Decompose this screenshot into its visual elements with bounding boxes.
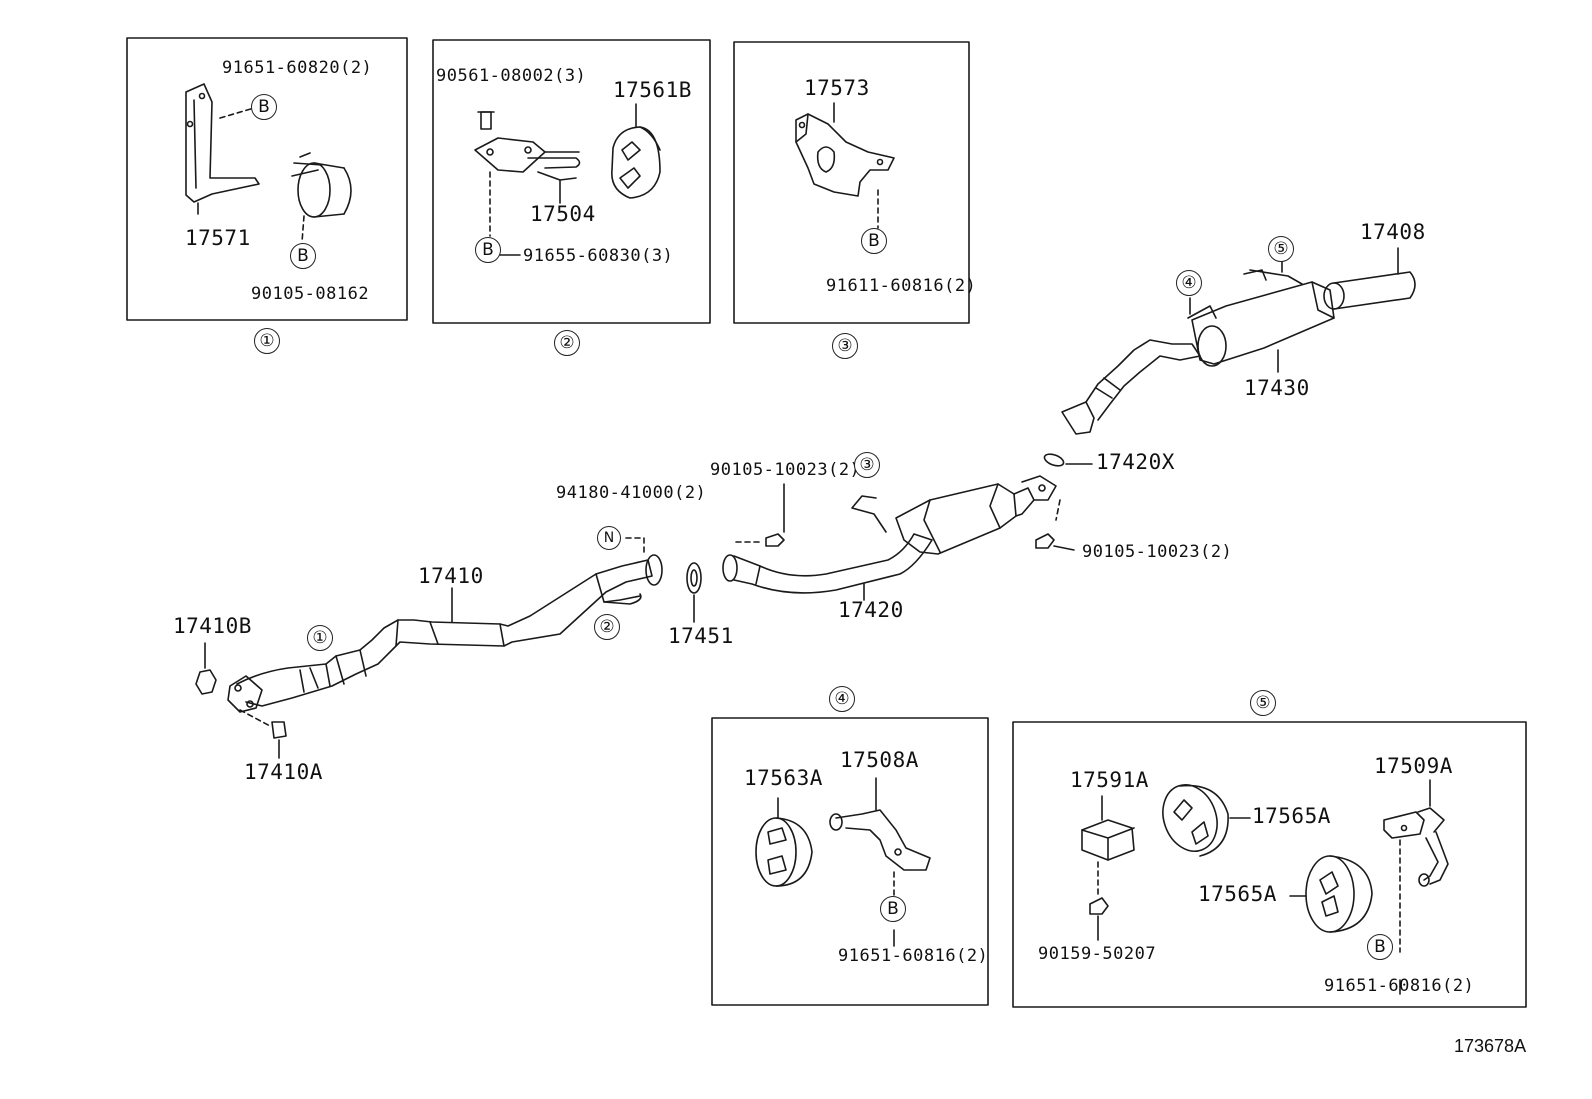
gasket-17420X-drawing — [1043, 453, 1065, 467]
part-label-17573: 17573 — [804, 76, 870, 100]
position-marker-3: ③ — [854, 452, 880, 478]
part-label-90105-10023-upper: 90105-10023(2) — [710, 460, 861, 480]
leader-17410A — [239, 709, 271, 727]
inset-box-4 — [711, 717, 989, 1006]
insulator-17565A-lower-drawing — [1305, 855, 1373, 933]
leader-bolt-b — [1055, 499, 1061, 521]
gasket-17410-flange — [227, 675, 263, 713]
center-pipe-17420-drawing — [722, 475, 1057, 594]
bracket-17571-drawing — [185, 83, 260, 203]
callout-b-box2: B — [475, 237, 501, 263]
inset-box-1 — [126, 37, 408, 321]
part-label-17408: 17408 — [1360, 220, 1426, 244]
part-label-91611-60816: 91611-60816(2) — [826, 276, 977, 296]
inset-box-2 — [432, 39, 711, 324]
callout-b-box1-bottom: B — [290, 243, 316, 269]
part-label-17504: 17504 — [530, 202, 596, 226]
muffler-17430-drawing — [1061, 269, 1335, 435]
part-label-91651-60816-box4: 91651-60816(2) — [838, 946, 989, 966]
part-label-17410: 17410 — [418, 564, 484, 588]
part-label-17451: 17451 — [668, 624, 734, 648]
position-marker-1: ① — [307, 625, 333, 651]
position-marker-5: ⑤ — [1268, 236, 1294, 262]
inset-marker-2: ② — [554, 330, 580, 356]
part-label-91655-60830: 91655-60830(3) — [523, 246, 674, 266]
part-label-90105-10023-lower: 90105-10023(2) — [1082, 542, 1233, 562]
bolt-90159-drawing — [1089, 897, 1109, 915]
leader-b1-bot — [301, 215, 305, 243]
part-label-17508A: 17508A — [840, 748, 919, 772]
tail-tip-17408-drawing — [1323, 271, 1416, 310]
callout-b-box1-top: B — [251, 94, 277, 120]
part-label-90159-50207: 90159-50207 — [1038, 944, 1157, 964]
inset-marker-3: ③ — [832, 333, 858, 359]
part-label-17420: 17420 — [838, 598, 904, 622]
part-label-17565A-upper: 17565A — [1252, 804, 1331, 828]
inset-marker-4: ④ — [829, 686, 855, 712]
inset-marker-5: ⑤ — [1250, 690, 1276, 716]
part-label-17561B: 17561B — [613, 78, 692, 102]
part-label-17410A: 17410A — [244, 760, 323, 784]
diagram-reference-code: 173678A — [1454, 1036, 1527, 1056]
part-label-90105-08162: 90105-08162 — [251, 284, 370, 304]
hanger-17508A-drawing — [829, 809, 931, 871]
part-label-17509A: 17509A — [1374, 754, 1453, 778]
part-label-90561-08002: 90561-08002(3) — [436, 66, 587, 86]
hanger-17573-drawing — [795, 113, 895, 197]
insulator-17561B-drawing — [611, 126, 661, 199]
front-pipe-17410-drawing — [236, 554, 663, 707]
bolt-17410A-drawing — [271, 721, 287, 739]
callout-b-box3: B — [861, 228, 887, 254]
part-label-17410B: 17410B — [173, 614, 252, 638]
callout-n: N — [597, 526, 621, 550]
position-marker-4: ④ — [1176, 270, 1202, 296]
bolt-90105-a-drawing — [765, 533, 785, 547]
inset-box-5 — [1012, 721, 1527, 1008]
leader-n — [625, 537, 645, 553]
hanger-17509A-drawing — [1383, 807, 1449, 887]
leader-b1-top — [219, 107, 255, 119]
inset-box-3 — [733, 41, 970, 324]
part-label-91651-60816-box5: 91651-60816(2) — [1324, 976, 1475, 996]
callout-b-box4: B — [880, 896, 906, 922]
clip-17591A-drawing — [1081, 819, 1135, 861]
position-marker-2: ② — [594, 614, 620, 640]
part-label-17420X: 17420X — [1096, 450, 1175, 474]
gasket-17451-drawing — [686, 562, 702, 594]
leader-90105-b — [1053, 545, 1075, 551]
part-label-94180-41000: 94180-41000(2) — [556, 483, 707, 503]
part-label-17565A-lower: 17565A — [1198, 882, 1277, 906]
part-label-91651-60820: 91651-60820(2) — [222, 58, 373, 78]
inset-marker-1: ① — [254, 328, 280, 354]
bolt-90561-drawing — [477, 111, 495, 130]
nut-17410B-drawing — [195, 669, 217, 695]
insulator-17563A-drawing — [755, 817, 813, 887]
part-label-17571: 17571 — [185, 226, 251, 250]
insulator-17565A-upper-drawing — [1162, 784, 1229, 857]
part-label-17563A: 17563A — [744, 766, 823, 790]
part-label-17430: 17430 — [1244, 376, 1310, 400]
callout-b-box5: B — [1367, 934, 1393, 960]
part-label-17591A: 17591A — [1070, 768, 1149, 792]
clamp-90105-08162-drawing — [291, 152, 352, 218]
bolt-90105-b-drawing — [1035, 533, 1055, 549]
